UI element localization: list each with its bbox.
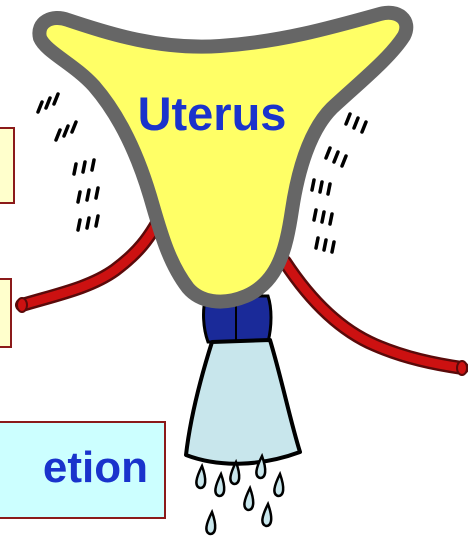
uterus-label: Uterus <box>138 87 287 140</box>
drop <box>196 466 205 488</box>
right-vessel <box>285 262 467 375</box>
drop <box>274 474 283 496</box>
contraction-marks-left <box>38 94 98 230</box>
fluid-stream <box>186 340 300 464</box>
drop <box>215 474 224 496</box>
drop <box>244 488 253 510</box>
drop <box>262 504 271 526</box>
fluid-drops <box>196 456 283 534</box>
drop <box>206 512 215 534</box>
uterus-body <box>39 13 406 302</box>
left-vessel <box>17 200 170 312</box>
